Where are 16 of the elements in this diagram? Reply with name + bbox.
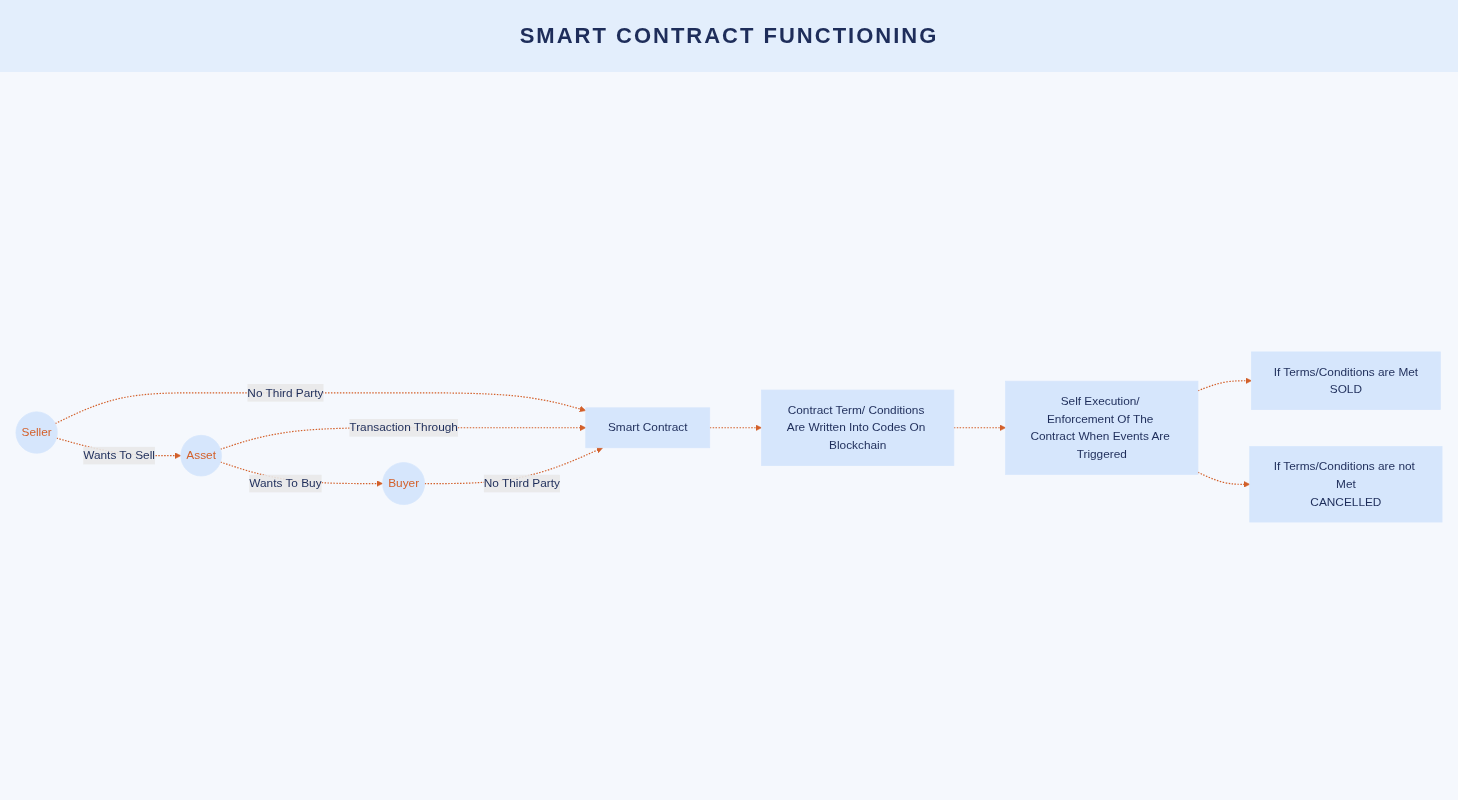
- edge-label: No Third Party: [247, 386, 324, 399]
- arrow: [953, 424, 1006, 432]
- node-circle: Asset: [180, 434, 222, 477]
- edge-label: Wants To Sell: [83, 449, 155, 462]
- node-box: Contract Term/ Conditions Are Written Into Codes On Blockchain: [761, 389, 955, 466]
- node-circle: Seller: [15, 411, 58, 454]
- node-circle: Buyer: [382, 462, 425, 505]
- node-box: Smart Contract: [585, 407, 711, 449]
- node-box: Self Execution/ Enforcement Of The Contract When Events Are Triggered: [1005, 380, 1199, 475]
- node-box: If Terms/Conditions are Met SOLD: [1251, 351, 1441, 410]
- edge-label: Transaction Through: [349, 421, 458, 434]
- edge-label: Wants To Buy: [249, 476, 322, 490]
- edge-label: No Third Party: [483, 476, 560, 490]
- node-box: If Terms/Conditions are not Met CANCELLED: [1249, 446, 1443, 523]
- title: SMART CONTRACT FUNCTIONING: [519, 23, 939, 49]
- arrow: [709, 424, 762, 432]
